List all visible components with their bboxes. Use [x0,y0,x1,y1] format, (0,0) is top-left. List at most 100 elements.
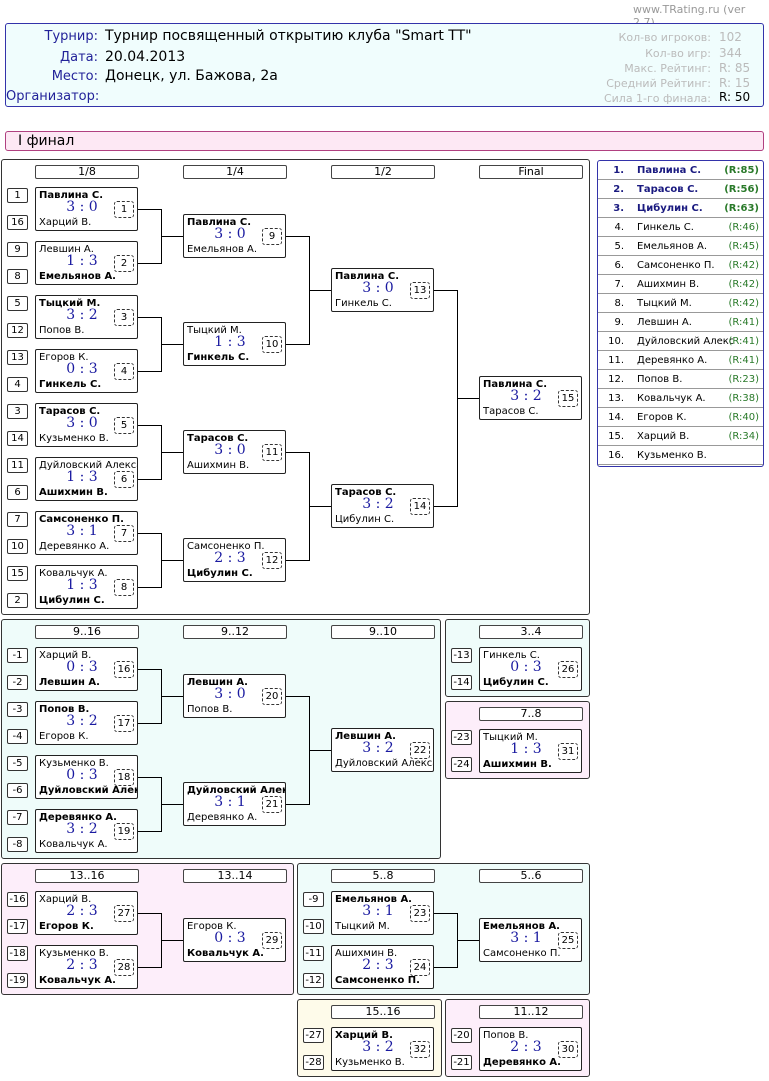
match-number: 7 [114,525,134,542]
bracket-connector [160,696,183,697]
match-number: 15 [558,390,578,407]
ranking-rating: (R:41) [728,336,759,347]
ranking-row: 14.Егоров К.(R:40) [598,408,763,427]
bracket-connector [138,777,161,778]
player-1-name: Харций В. [335,1030,393,1041]
match-score: 3 : 0 [214,226,246,242]
ranking-name: Харций В. [637,431,690,442]
ranking-rating: (R:42) [728,279,759,290]
player-2-name: Цибулин С. [39,595,105,606]
player-2-name: Ашихмин В. [187,460,250,471]
player-2-name: Попов В. [187,704,233,715]
ranking-position: 10. [608,336,624,347]
match-score: 3 : 1 [362,903,394,919]
seed-label: -1 [7,648,28,663]
seed-label: 7 [7,512,28,527]
bracket-connector [434,290,457,291]
player-2-name: Попов В. [39,325,85,336]
seed-label: 2 [7,593,28,608]
bracket-connector [286,804,309,805]
seed-label: -16 [7,892,28,907]
ranking-row: 3.Цибулин С.(R:63) [598,199,763,218]
final-section-title: I финал [5,131,764,151]
player-2-name: Дуйловский Александр [39,785,137,796]
player-2-name: Левшин А. [39,677,100,688]
seed-label: -21 [451,1055,472,1070]
ranking-name: Павлина С. [637,165,702,176]
seed-label: -11 [303,946,324,961]
player-2-name: Ковальчук А. [39,839,108,850]
ranking-name: Тарасов С. [637,184,699,195]
ranking-position: 12. [608,374,624,385]
stat-label: Средний Рейтинг: [606,77,711,90]
seed-label: 8 [7,269,28,284]
player-1-name: Самсоненко П. [187,541,265,552]
match-number: 18 [114,769,134,786]
seed-label: -10 [303,919,324,934]
bracket-connector [286,452,309,453]
player-2-name: Емельянов А. [187,244,258,255]
place-label: Место: [51,69,98,84]
seed-label: 4 [7,377,28,392]
match-number: 6 [114,471,134,488]
bracket-connector [160,804,183,805]
seed-label: -18 [7,946,28,961]
ranking-name: Емельянов А. [637,241,708,252]
seed-label: -27 [303,1028,324,1043]
seed-label: -7 [7,810,28,825]
ranking-rating: (R:56) [724,184,759,195]
match-number: 27 [114,905,134,922]
match-score: 3 : 2 [66,821,98,837]
player-1-name: Попов В. [483,1030,529,1041]
player-2-name: Самсоненко П. [335,975,420,986]
ranking-row: 1.Павлина С.(R:85) [598,161,763,180]
ranking-position: 16. [608,450,624,461]
match-score: 3 : 2 [66,307,98,323]
match-number: 13 [410,282,430,299]
ranking-position: 1. [613,165,624,176]
bracket-connector [138,913,161,914]
ranking-name: Деревянко А. [637,355,708,366]
bracket-connector [138,587,161,588]
match-score: 0 : 3 [510,659,542,675]
player-2-name: Кузьменко В. [39,433,109,444]
match-score: 3 : 1 [214,794,246,810]
ranking-rating: (R:42) [728,298,759,309]
stat-value: R: 15 [719,76,751,90]
bracket-connector [308,290,331,291]
player-2-name: Деревянко А. [187,812,258,823]
round-header-13-14: 13..14 [183,869,287,883]
